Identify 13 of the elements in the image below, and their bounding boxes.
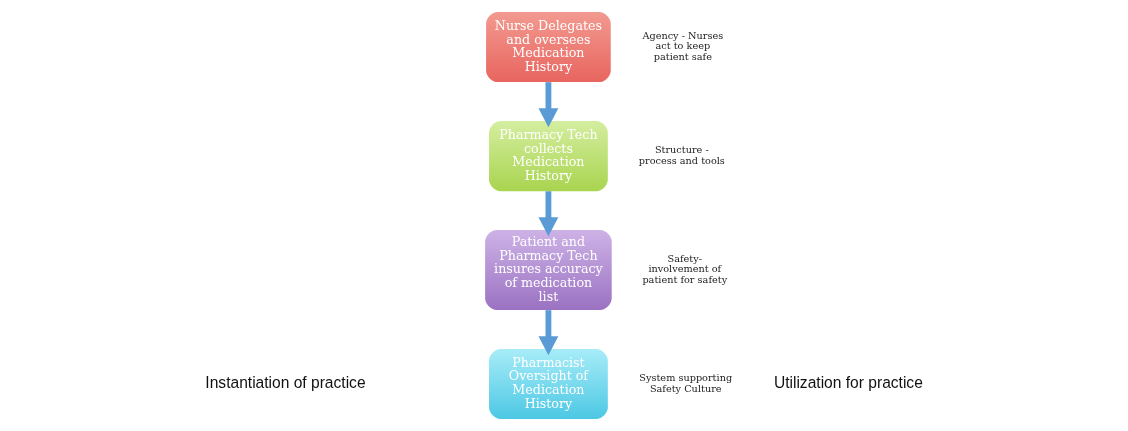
node-box: Pharmacy Tech collects Medication History [489,121,608,192]
label: Instantiation of practice [205,373,366,391]
node-label: System supporting Safety Culture [639,372,733,394]
node-box: Patient and Pharmacy Tech insures accuracy of medication list [485,230,612,310]
node-label: Safety- involvement of patient for safety [642,252,728,286]
node-label: Agency - Nurses act to keep patient safe [642,29,724,63]
node-box: Pharmacist Oversight of Medication History [489,348,608,420]
label: Utilization for practice [773,373,923,391]
arrow [538,191,559,237]
node-box: Nurse Delegates and oversees Medication History [486,11,611,83]
arrow [538,310,559,356]
node-label: Structure - process and tools [638,144,725,166]
arrow [538,82,559,128]
